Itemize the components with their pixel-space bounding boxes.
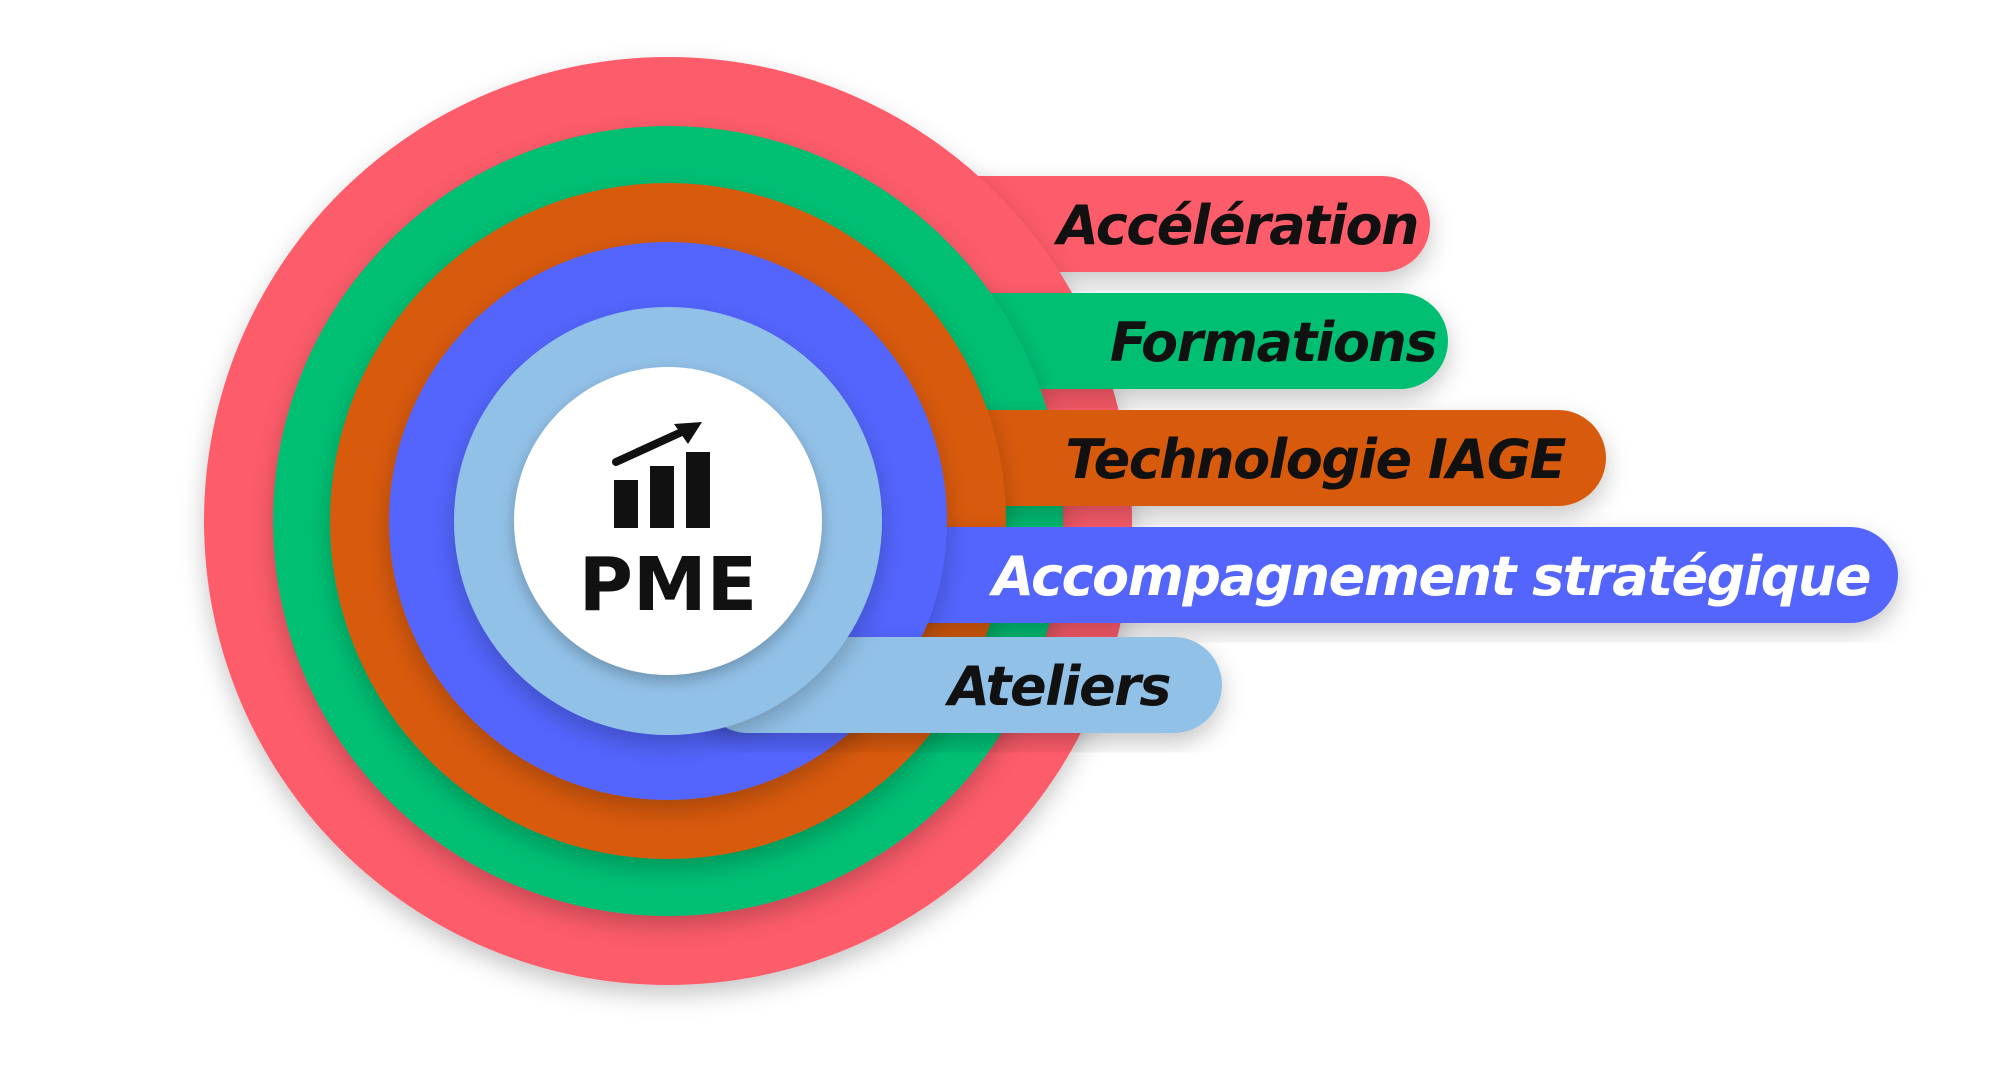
label-ateliers: Ateliers bbox=[944, 655, 1170, 718]
label-acceleration: Accélération bbox=[1053, 194, 1418, 257]
center-label: PME bbox=[579, 542, 757, 628]
tab-technologie-iage bbox=[820, 410, 1606, 506]
label-accompagnement-strategique: Accompagnement stratégique bbox=[988, 545, 1870, 608]
label-technologie-iage: Technologie IAGE bbox=[1065, 428, 1566, 491]
tab-accompagnement-strategique bbox=[820, 527, 1898, 623]
center-node: PME bbox=[514, 367, 822, 675]
growth-chart-icon bbox=[612, 422, 710, 528]
tab-ateliers bbox=[700, 637, 1222, 733]
label-formations: Formations bbox=[1110, 311, 1436, 374]
